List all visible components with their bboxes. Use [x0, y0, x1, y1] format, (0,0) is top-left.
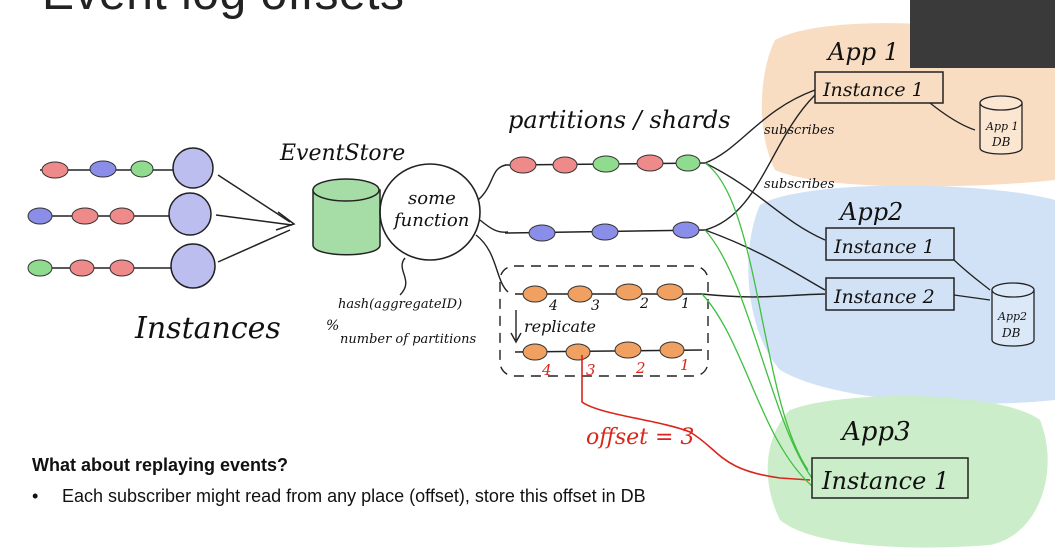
event-green — [27, 259, 53, 277]
hash-label-line2: % — [326, 318, 339, 334]
app1-db-sublabel: DB — [991, 135, 1011, 149]
app1-instance-label: Instance 1 — [822, 79, 924, 101]
bullet-point: • Each subscriber might read from any pl… — [32, 484, 682, 509]
event-orange — [659, 341, 685, 359]
event-blue — [591, 223, 619, 241]
subscribes-label-2: subscribes — [764, 177, 835, 192]
event-red — [109, 259, 135, 277]
app3-instance-label: Instance 1 — [821, 467, 949, 495]
partition-3-leader: 4 3 2 1 — [515, 283, 702, 314]
app2-title: App2 — [838, 198, 903, 226]
event-red — [552, 156, 578, 174]
event-blue — [672, 221, 700, 239]
app3-title: App3 — [840, 417, 911, 447]
offset-top-4: 4 — [548, 298, 558, 314]
event-red — [109, 207, 135, 225]
subscribes-label-1: subscribes — [764, 123, 835, 138]
question-heading: What about replaying events? — [32, 455, 289, 475]
event-orange — [567, 285, 593, 303]
replicated-partition-box — [499, 265, 709, 377]
event-blue — [89, 160, 117, 178]
app2-db-label: App2 — [997, 310, 1027, 323]
subscription-lines — [701, 89, 826, 298]
offset-label: offset = 3 — [586, 425, 694, 450]
instance-stream-2 — [27, 192, 212, 236]
connectors-function-to-partitions — [475, 164, 509, 293]
offset-top-2: 2 — [639, 296, 649, 312]
app1-instance-box — [814, 71, 944, 104]
event-green — [675, 154, 701, 172]
partition-1 — [504, 154, 706, 174]
app2-db-sublabel: DB — [1001, 326, 1021, 340]
presenter-video — [910, 0, 1055, 68]
eventstore-label: EventStore — [279, 141, 405, 166]
app2-background — [748, 185, 1055, 404]
offset-top-1: 1 — [681, 296, 690, 312]
event-blue — [528, 224, 556, 242]
app2-instance1-label: Instance 1 — [833, 236, 935, 258]
offset-bottom-2: 2 — [635, 359, 646, 377]
bullet-text: Each subscriber might read from any plac… — [62, 486, 646, 506]
offset-bottom-3: 3 — [586, 361, 596, 379]
replicate-label: replicate — [524, 317, 596, 336]
offset-bottom-1: 1 — [680, 356, 690, 374]
event-orange — [565, 343, 591, 361]
instance-stream-3 — [27, 243, 216, 289]
arrows-to-eventstore — [215, 174, 296, 263]
event-orange — [614, 341, 642, 359]
event-blue — [27, 207, 53, 225]
event-red — [41, 161, 69, 179]
app3-subscription-lines — [701, 162, 813, 487]
app3-background — [767, 396, 1048, 548]
app1-db: App 1 DB — [979, 95, 1023, 155]
offset-pointer — [581, 355, 811, 481]
app2-instance1-box — [825, 227, 955, 261]
event-red — [636, 154, 664, 172]
event-red — [69, 259, 95, 277]
app1-title: App 1 — [826, 38, 899, 66]
event-orange — [656, 283, 684, 301]
offset-top-3: 3 — [591, 298, 600, 314]
instance-node — [170, 243, 216, 289]
instance-stream-1 — [40, 147, 214, 189]
instance-node — [172, 147, 214, 189]
event-red — [71, 207, 99, 225]
event-orange — [522, 285, 548, 303]
function-circle — [379, 163, 481, 261]
replicate-arrow — [510, 310, 522, 344]
event-orange — [615, 283, 643, 301]
partition-3-replica: 4 3 2 1 — [514, 341, 703, 379]
offset-bottom-4: 4 — [541, 361, 552, 379]
hash-label-line1: hash(aggregateID) — [338, 297, 462, 312]
app2-instance2-label: Instance 2 — [833, 286, 935, 308]
partition-2 — [504, 221, 706, 242]
function-label-some: some — [408, 188, 456, 209]
eventstore-database — [312, 178, 381, 256]
slide-title: Event log offsets — [42, 0, 405, 21]
function-label-function: function — [392, 210, 469, 231]
event-orange — [522, 343, 548, 361]
bullet-dot: • — [32, 486, 39, 506]
app2-instance2-box — [825, 277, 955, 311]
partitions-label: partitions / shards — [508, 106, 731, 134]
app3-instance-box — [811, 457, 969, 499]
hash-label-line3: number of partitions — [340, 332, 476, 347]
event-green — [592, 155, 620, 173]
instances-label: Instances — [134, 311, 281, 346]
app2-db: App2 DB — [991, 282, 1035, 347]
event-green — [130, 160, 154, 178]
event-red — [509, 156, 537, 174]
app1-db-label: App 1 — [985, 120, 1019, 133]
instance-node — [168, 192, 212, 236]
